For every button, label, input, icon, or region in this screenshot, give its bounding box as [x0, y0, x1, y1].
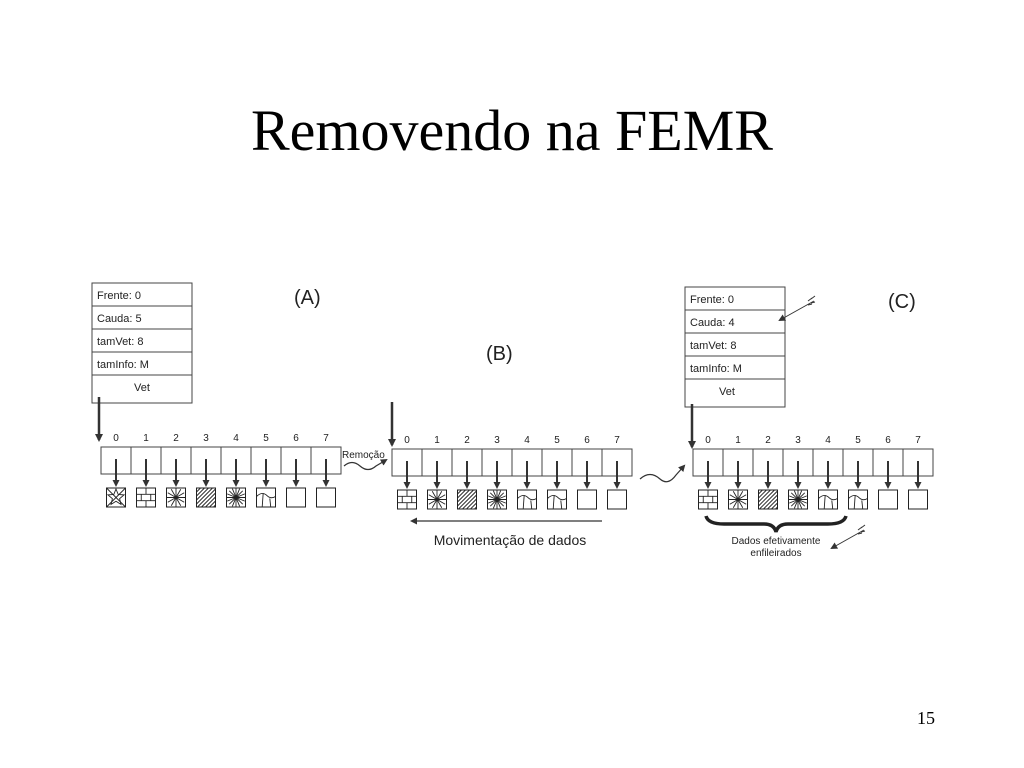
index-label: 1 [735, 435, 741, 446]
panel-c-header-record: Frente: 0 Cauda: 4 tamVet: 8 tamInfo: M … [684, 286, 786, 408]
panel-c-field-vet: Vet [719, 386, 735, 398]
enfileirados-pointer-arrow [830, 524, 866, 549]
element-asterisk-box [166, 487, 186, 508]
element-star-box [106, 487, 126, 508]
index-label: 1 [143, 433, 149, 444]
element-burst-box [226, 487, 246, 508]
index-label: 6 [584, 435, 590, 446]
index-label: 2 [464, 435, 470, 446]
panel-c-label: (C) [888, 291, 916, 313]
enfileirados-brace [704, 515, 848, 533]
index-label: 0 [705, 435, 711, 446]
index-label: 2 [765, 435, 771, 446]
element-empty-box [607, 489, 627, 510]
element-burst-box [487, 489, 507, 510]
movimentacao-label: Movimentação de dados [434, 532, 587, 548]
element-hatch-box [196, 487, 216, 508]
element-hatch-box [758, 489, 778, 510]
panel-a-label: (A) [294, 287, 321, 309]
element-asterisk-box [427, 489, 447, 510]
index-label: 4 [233, 433, 239, 444]
panel-a-array: 0 1 2 3 4 5 6 7 [100, 433, 342, 508]
index-label: 3 [795, 435, 801, 446]
transition-wavy-arrow [639, 464, 686, 483]
panel-a-field-tamvet: tamVet: 8 [97, 336, 143, 348]
index-label: 3 [494, 435, 500, 446]
panel-a-field-cauda: Cauda: 5 [97, 313, 142, 325]
element-empty-box [286, 487, 306, 508]
page-number: 15 [917, 708, 935, 728]
panel-c-field-taminfo: tamInfo: M [690, 363, 742, 375]
cauda-pointer-arrow [778, 295, 816, 321]
element-brick-box [397, 489, 417, 510]
element-curve-box [547, 489, 567, 510]
panel-a-field-taminfo: tamInfo: M [97, 359, 149, 371]
index-label: 5 [855, 435, 861, 446]
index-label: 5 [263, 433, 269, 444]
element-curve-box [517, 489, 537, 510]
panel-c-array: 0 1 2 3 4 5 6 7 [692, 435, 934, 510]
panel-b-label: (B) [486, 343, 513, 365]
element-empty-box [908, 489, 928, 510]
index-label: 4 [524, 435, 530, 446]
index-label: 7 [323, 433, 329, 444]
element-empty-box [316, 487, 336, 508]
index-label: 4 [825, 435, 831, 446]
panel-a-field-frente: Frente: 0 [97, 290, 141, 302]
element-hatch-box [457, 489, 477, 510]
remocao-wavy-arrow [343, 458, 388, 471]
index-label: 0 [113, 433, 119, 444]
index-label: 0 [404, 435, 410, 446]
panel-c-field-cauda: Cauda: 4 [690, 317, 735, 329]
enfileirados-line1: Dados efetivamente [732, 536, 821, 547]
element-curve-box [818, 489, 838, 510]
element-brick-box [136, 487, 156, 508]
element-curve-box [256, 487, 276, 508]
enfileirados-line2: enfileirados [750, 548, 801, 559]
panel-b-array: 0 1 2 3 4 5 6 7 [391, 435, 633, 510]
remocao-label: Remoção [342, 450, 385, 461]
element-burst-box [788, 489, 808, 510]
index-label: 7 [915, 435, 921, 446]
element-asterisk-box [728, 489, 748, 510]
element-empty-box [878, 489, 898, 510]
slide-title: Removendo na FEMR [251, 98, 773, 163]
index-label: 1 [434, 435, 440, 446]
index-label: 6 [293, 433, 299, 444]
panel-c-field-frente: Frente: 0 [690, 294, 734, 306]
index-label: 7 [614, 435, 620, 446]
panel-a-header-record: Frente: 0 Cauda: 5 tamVet: 8 tamInfo: M … [91, 282, 193, 404]
element-brick-box [698, 489, 718, 510]
panel-a-field-vet: Vet [134, 382, 150, 394]
index-label: 3 [203, 433, 209, 444]
index-label: 6 [885, 435, 891, 446]
element-empty-box [577, 489, 597, 510]
panel-c-field-tamvet: tamVet: 8 [690, 340, 736, 352]
index-label: 2 [173, 433, 179, 444]
index-label: 5 [554, 435, 560, 446]
element-curve-box [848, 489, 868, 510]
